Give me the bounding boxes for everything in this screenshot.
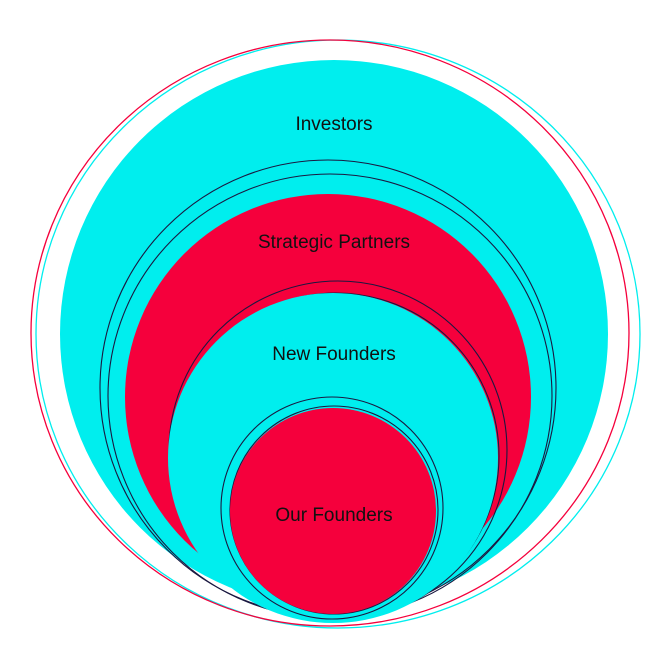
our-founders-circle	[230, 408, 436, 614]
new-founders-label: New Founders	[272, 344, 396, 365]
our-founders-outline-2	[229, 405, 439, 615]
our-founders-label: Our Founders	[275, 505, 392, 526]
outer-outline-red	[30, 39, 630, 627]
strategic-partners-label: Strategic Partners	[258, 232, 410, 253]
our-founders-outline-1	[220, 396, 444, 620]
investors-label: Investors	[295, 114, 372, 135]
